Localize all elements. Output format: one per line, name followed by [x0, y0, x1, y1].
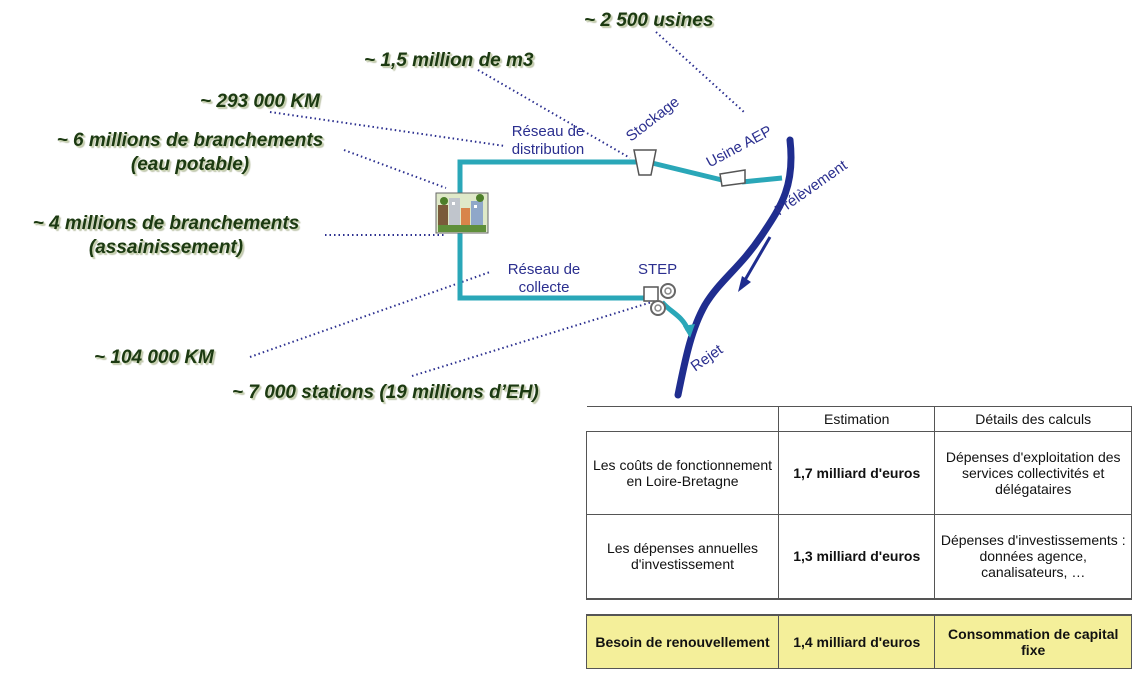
header-estimation: Estimation — [777, 406, 936, 432]
row-label: Les dépenses annuelles d'investissement — [586, 514, 779, 599]
storage-tank-icon — [633, 149, 657, 176]
row-estimate: 1,3 milliard d'euros — [777, 514, 936, 599]
leader-collecte-km — [249, 271, 491, 358]
header-details: Détails des calculs — [934, 406, 1132, 432]
outfall-arrow-icon — [683, 324, 695, 338]
distribution-pipe — [457, 159, 640, 198]
stat-collecte-km: ~ 104 000 KM — [94, 347, 214, 368]
intake-pipe — [741, 175, 783, 185]
aep-pipe — [651, 160, 723, 183]
row-details: Dépenses d'investissements : données age… — [934, 514, 1132, 599]
flow-arrow-icon — [738, 236, 772, 292]
step-plant-icon — [643, 283, 676, 316]
leader-lines — [249, 31, 745, 377]
row-estimate: 1,4 milliard d'euros — [777, 614, 936, 669]
cost-table: Estimation Détails des calculs Les coûts… — [586, 406, 1132, 669]
row-details: Consommation de capital fixe — [934, 614, 1132, 669]
stat-branchements-ass-line2: (assainissement) — [88, 237, 244, 258]
label-reseau-distribution-line2: distribution — [511, 141, 585, 158]
label-step: STEP — [638, 261, 678, 278]
town-icon — [435, 192, 489, 234]
table-row: Les dépenses annuelles d'investissement … — [586, 514, 1132, 599]
label-reseau-distribution: Réseau de distribution — [500, 123, 596, 159]
row-label: Les coûts de fonctionnement en Loire-Bre… — [586, 431, 779, 515]
row-label: Besoin de renouvellement — [586, 614, 779, 669]
stat-branchements-eau: ~ 6 millions de branchements (eau potabl… — [30, 129, 350, 177]
leader-stations — [411, 301, 653, 377]
leader-branchements-eau — [343, 149, 447, 189]
stat-branchements-ass: ~ 4 millions de branchements (assainisse… — [6, 212, 326, 260]
stat-usines: ~ 2 500 usines — [584, 10, 714, 31]
stat-branchements-eau-line1: ~ 6 millions de branchements — [56, 130, 324, 151]
table-separator — [586, 597, 1132, 616]
row-details: Dépenses d'exploitation des services col… — [934, 431, 1132, 515]
aep-plant-icon — [719, 169, 746, 187]
cost-table-header: Estimation Détails des calculs — [586, 406, 1132, 432]
stat-branchements-eau-line2: (eau potable) — [130, 154, 250, 175]
pipes — [457, 159, 783, 332]
label-reseau-collecte-line2: collecte — [518, 279, 570, 296]
label-reseau-collecte: Réseau de collecte — [498, 261, 590, 297]
stat-stockage: ~ 1,5 million de m3 — [364, 50, 534, 71]
label-reseau-collecte-line1: Réseau de — [507, 261, 581, 278]
table-row-highlight: Besoin de renouvellement 1,4 milliard d'… — [586, 614, 1132, 669]
stat-stations: ~ 7 000 stations (19 millions d’EH) — [232, 382, 539, 403]
stat-reseau-km: ~ 293 000 KM — [200, 91, 320, 112]
outfall-pipe — [660, 300, 691, 332]
header-blank — [586, 406, 779, 432]
river — [674, 136, 795, 399]
stat-branchements-ass-line1: ~ 4 millions de branchements — [32, 213, 300, 234]
label-reseau-distribution-line1: Réseau de — [511, 123, 585, 140]
row-estimate: 1,7 milliard d'euros — [777, 431, 936, 515]
table-row: Les coûts de fonctionnement en Loire-Bre… — [586, 431, 1132, 515]
leader-usines — [655, 31, 745, 113]
collecte-pipe — [457, 232, 648, 301]
